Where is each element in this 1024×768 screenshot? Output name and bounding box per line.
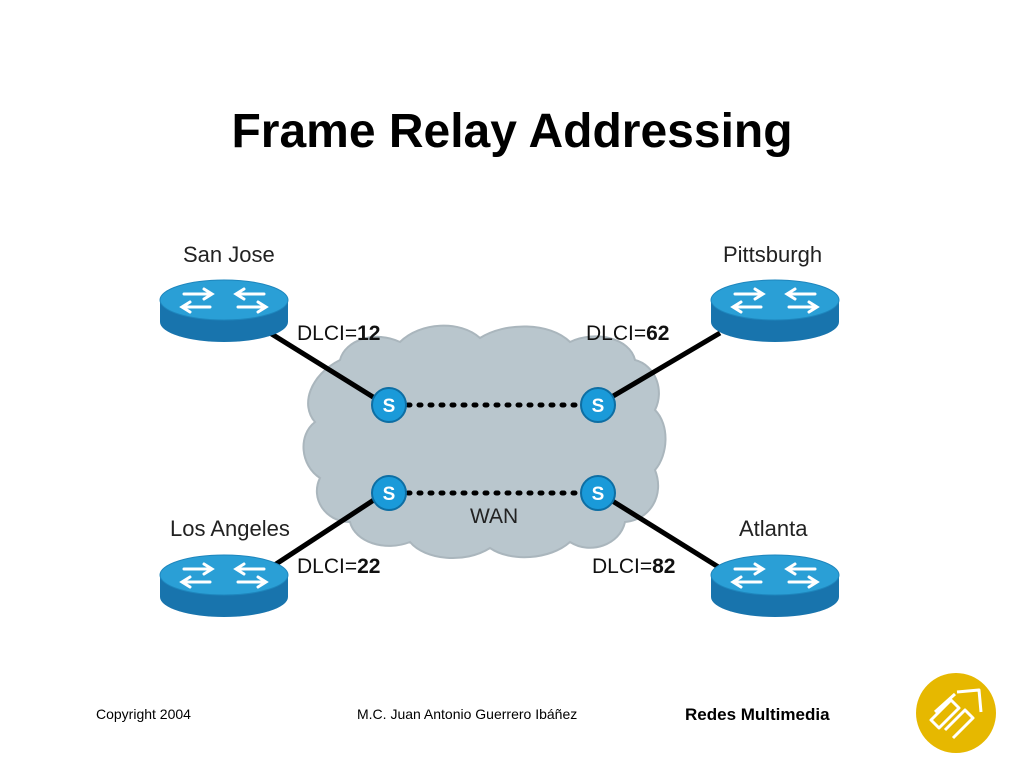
router-icon-atlanta <box>709 553 841 619</box>
site-label-atlanta: Atlanta <box>739 516 808 541</box>
slide-title: Frame Relay Addressing <box>231 105 793 158</box>
footer-copyright: Copyright 2004 <box>96 706 191 722</box>
diagram-graphics: S S S S <box>158 278 841 619</box>
switch-icon-bottom-right: S <box>580 475 616 511</box>
router-icon-san-jose <box>158 278 290 344</box>
link-san-jose <box>268 330 388 408</box>
switch-icon-bottom-left: S <box>371 475 407 511</box>
dlci-value-atlanta: 82 <box>652 555 676 578</box>
site-label-san-jose: San Jose <box>183 242 275 267</box>
dlci-value-pittsburgh: 62 <box>646 322 670 345</box>
switch-icon-top-left: S <box>371 387 407 423</box>
footer-course: Redes Multimedia <box>685 705 830 724</box>
frame-relay-diagram: S S S S <box>150 230 850 640</box>
wan-label: WAN <box>470 505 519 528</box>
link-atlanta <box>596 489 722 571</box>
dlci-label-los-angeles: DLCI=22 <box>297 555 381 578</box>
university-logo-icon <box>916 673 996 753</box>
link-pittsburgh <box>596 330 722 408</box>
link-los-angeles <box>268 489 388 571</box>
dlci-value-san-jose: 12 <box>357 322 381 345</box>
router-icon-los-angeles <box>158 553 290 619</box>
dlci-label-pittsburgh: DLCI=62 <box>586 322 670 345</box>
svg-text:S: S <box>383 396 396 417</box>
svg-text:S: S <box>383 484 396 505</box>
footer-author: M.C. Juan Antonio Guerrero Ibáñez <box>357 706 578 722</box>
dlci-label-san-jose: DLCI=12 <box>297 322 381 345</box>
router-icon-pittsburgh <box>709 278 841 344</box>
svg-text:S: S <box>592 484 605 505</box>
svg-text:S: S <box>592 396 605 417</box>
switch-icon-top-right: S <box>580 387 616 423</box>
dlci-label-atlanta: DLCI=82 <box>592 555 676 578</box>
site-label-pittsburgh: Pittsburgh <box>723 242 823 267</box>
dlci-value-los-angeles: 22 <box>357 555 381 578</box>
site-label-los-angeles: Los Angeles <box>170 516 290 541</box>
